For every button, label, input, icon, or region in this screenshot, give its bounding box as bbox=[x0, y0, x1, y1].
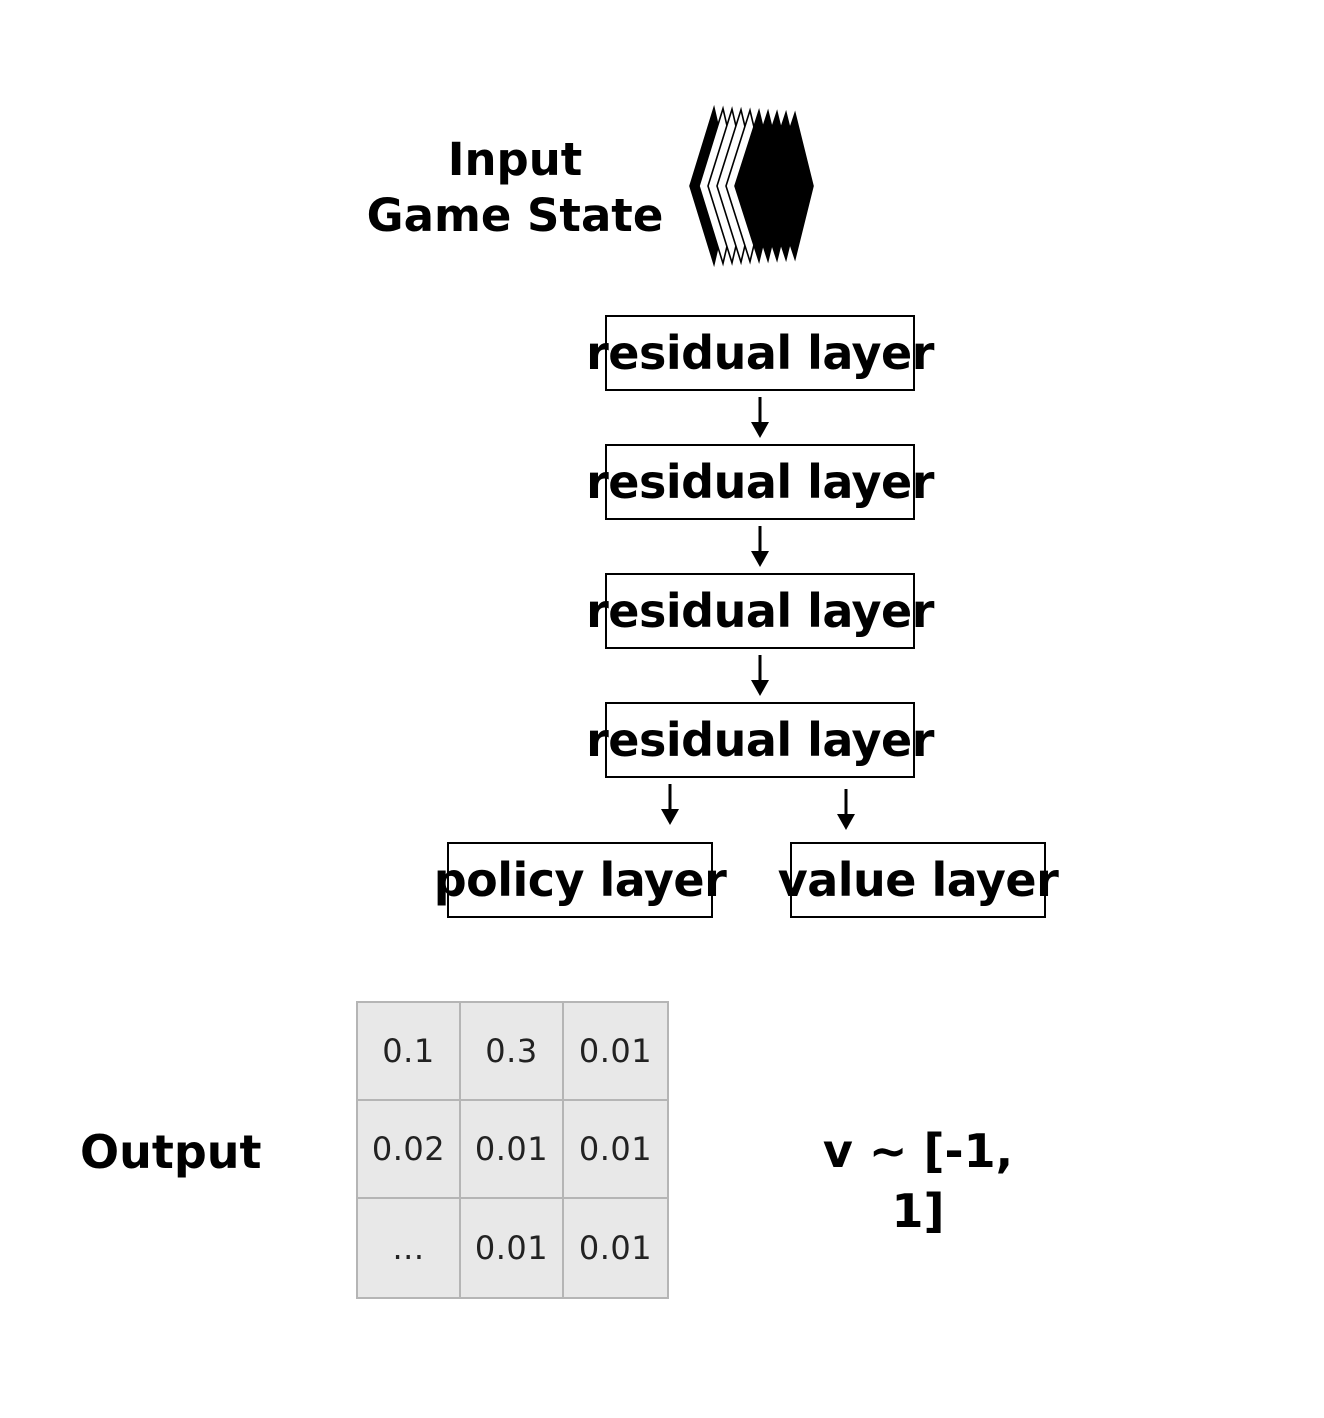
residual-layer-box-4: residual layer bbox=[586, 702, 934, 778]
input-label-line1: Input bbox=[447, 133, 583, 186]
residual-layer-label: residual layer bbox=[586, 584, 934, 638]
residual-layer-label: residual layer bbox=[586, 326, 934, 380]
residual-layer-box-3: residual layer bbox=[586, 573, 934, 649]
grid-cell: 0.01 bbox=[564, 1003, 667, 1101]
residual-layer-box-2: residual layer bbox=[586, 444, 934, 520]
value-layer-box: value layer bbox=[778, 842, 1059, 918]
residual-layer-label: residual layer bbox=[586, 455, 934, 509]
feature-plane bbox=[770, 110, 814, 262]
stacked-planes-icon bbox=[689, 104, 814, 268]
grid-cell: 0.01 bbox=[578, 1229, 653, 1267]
grid-cell: ... bbox=[358, 1199, 461, 1297]
grid-cell: 0.1 bbox=[358, 1003, 461, 1101]
arrow-res3-to-res4 bbox=[751, 655, 769, 696]
value-layer-label: value layer bbox=[777, 853, 1059, 907]
output-label: Output bbox=[80, 1125, 262, 1179]
grid-cell: 0.01 bbox=[564, 1101, 667, 1199]
policy-probability-grid: 0.1 0.3 0.01 0.02 0.01 0.01 ... 0.01 0.0… bbox=[356, 1001, 669, 1299]
grid-cell: 0.02 bbox=[358, 1101, 461, 1199]
input-label-line2: Game State bbox=[366, 189, 664, 242]
input-game-state-label: Input Game State bbox=[360, 132, 670, 244]
arrow-res4-to-policy bbox=[661, 784, 679, 825]
arrow-res4-to-value bbox=[837, 789, 855, 830]
residual-layer-label: residual layer bbox=[586, 713, 934, 767]
policy-layer-label: policy layer bbox=[433, 853, 727, 907]
arrow-res2-to-res3 bbox=[751, 526, 769, 567]
grid-cell: 0.01 bbox=[461, 1101, 564, 1199]
policy-layer-box: policy layer bbox=[434, 842, 727, 918]
value-range-text: v ~ [-1, 1] bbox=[822, 1124, 1014, 1238]
grid-cell: 0.3 bbox=[461, 1003, 564, 1101]
grid-cell: 0.01 bbox=[461, 1199, 564, 1297]
arrow-res1-to-res2 bbox=[751, 397, 769, 438]
residual-layer-box-1: residual layer bbox=[586, 315, 934, 391]
